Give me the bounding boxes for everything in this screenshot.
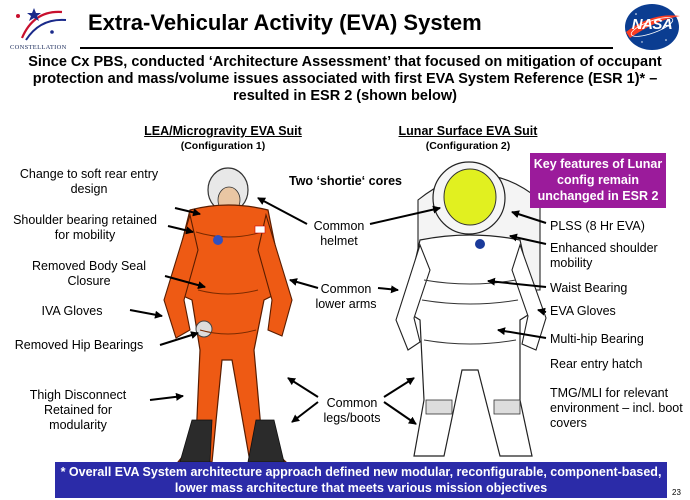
key-features-box: Key features of Lunar config remain unch… [530, 153, 666, 208]
label-waist-bearing: Waist Bearing [550, 281, 628, 295]
right-suit-config: (Configuration 2) [425, 140, 511, 152]
constellation-logo: CONSTELLATION [4, 4, 76, 54]
orange-lea-suit [163, 167, 293, 463]
label-removed-body-seal: Removed Body Seal Closure [32, 259, 146, 288]
page-number: 23 [672, 488, 681, 497]
nasa-logo: NASA [622, 2, 682, 52]
left-suit-heading: LEA/Microgravity EVA Suit (Configuration… [128, 124, 318, 152]
label-soft-rear-entry: Change to soft rear entry design [19, 167, 159, 196]
label-tmg-mli: TMG/MLI for relevant environment – incl.… [550, 386, 683, 430]
white-lunar-suit [395, 161, 547, 457]
label-thigh-disconnect: Thigh Disconnect Retained for modularity [29, 388, 127, 432]
constellation-logo-text: CONSTELLATION [10, 44, 67, 51]
label-shoulder-bearing: Shoulder bearing retained for mobility [13, 213, 157, 242]
label-plss: PLSS (8 Hr EVA) [550, 219, 645, 233]
intro-text: Since Cx PBS, conducted ‘Architecture As… [28, 54, 662, 104]
label-enhanced-shoulder: Enhanced shoulder mobility [550, 241, 658, 270]
label-rear-entry-hatch: Rear entry hatch [550, 357, 643, 371]
label-removed-hip-bearings: Removed Hip Bearings [14, 338, 144, 352]
label-common-helmet: Common helmet [313, 219, 365, 248]
label-shortie-cores: Two ‘shortie‘ cores [289, 174, 402, 188]
right-suit-title: Lunar Surface EVA Suit [398, 124, 538, 138]
nasa-logo-text: NASA [631, 16, 673, 33]
left-suit-config: (Configuration 1) [180, 140, 266, 152]
right-suit-heading: Lunar Surface EVA Suit (Configuration 2) [378, 124, 558, 152]
left-suit-title: LEA/Microgravity EVA Suit [144, 124, 302, 138]
page-title: Extra-Vehicular Activity (EVA) System [88, 10, 482, 35]
constellation-emblem-icon [16, 8, 67, 41]
nasa-meatball-icon [625, 4, 680, 50]
label-common-legs-boots: Common legs/boots [323, 396, 381, 425]
label-common-lower-arms: Common lower arms [315, 282, 377, 311]
label-multi-hip-bearing: Multi-hip Bearing [550, 332, 644, 346]
footer-note: * Overall EVA System architecture approa… [55, 462, 667, 498]
label-iva-gloves: IVA Gloves [41, 304, 103, 318]
label-eva-gloves: EVA Gloves [550, 304, 616, 318]
title-underline [80, 47, 613, 49]
